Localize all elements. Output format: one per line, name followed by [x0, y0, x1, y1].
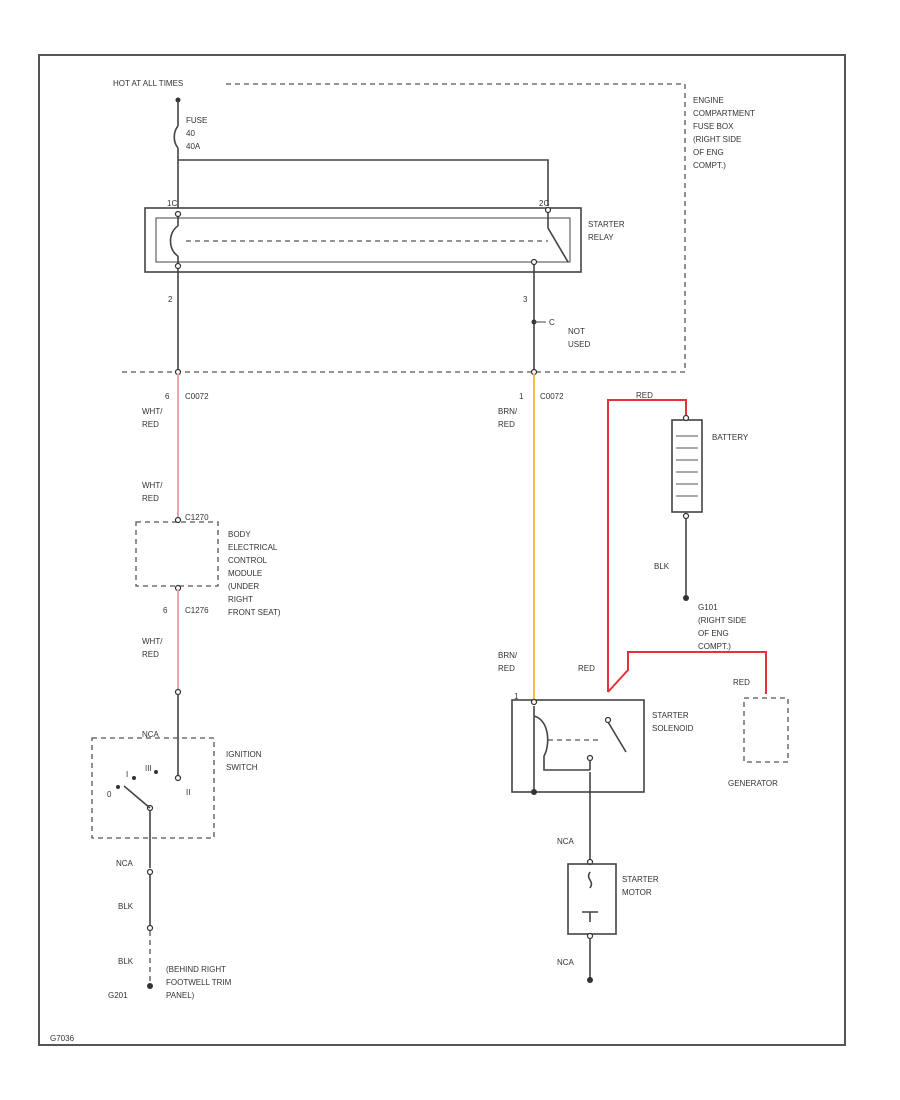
body-electrical-control-module: C1270 BODY ELECTRICAL CONTROL MODULE (UN… — [135, 513, 281, 617]
svg-text:SOLENOID: SOLENOID — [652, 724, 694, 733]
svg-text:1: 1 — [519, 392, 524, 401]
ground-path-g201: NCA BLK BLK G201 (BEHIND RIGHT FOOTWELL … — [108, 859, 232, 1000]
svg-text:RED: RED — [142, 420, 159, 429]
svg-text:NCA: NCA — [557, 958, 575, 967]
svg-text:1C: 1C — [167, 199, 177, 208]
svg-text:G101: G101 — [698, 603, 718, 612]
svg-text:BATTERY: BATTERY — [712, 433, 749, 442]
svg-text:RED: RED — [578, 664, 595, 673]
svg-text:RED: RED — [498, 420, 515, 429]
svg-text:GENERATOR: GENERATOR — [728, 779, 778, 788]
fuse-box-enclosure — [118, 83, 686, 373]
svg-text:6: 6 — [163, 606, 168, 615]
svg-text:ELECTRICAL: ELECTRICAL — [228, 543, 278, 552]
svg-text:(RIGHT SIDE: (RIGHT SIDE — [698, 616, 746, 625]
svg-text:BRN/: BRN/ — [498, 407, 518, 416]
svg-text:BRN/: BRN/ — [498, 651, 518, 660]
starter-solenoid: 1 STARTER SOLENOID — [511, 692, 694, 795]
wht-red-wire-lower: 6 C1276 WHT/ RED — [142, 590, 209, 778]
svg-text:2C: 2C — [539, 199, 549, 208]
svg-text:FUSE BOX: FUSE BOX — [693, 122, 734, 131]
svg-text:RIGHT: RIGHT — [228, 595, 253, 604]
svg-text:BLK: BLK — [118, 902, 134, 911]
fuse-box-label: ENGINE COMPARTMENT FUSE BOX (RIGHT SIDE … — [693, 96, 755, 170]
svg-text:BLK: BLK — [118, 957, 134, 966]
svg-text:STARTER: STARTER — [622, 875, 659, 884]
svg-text:III: III — [145, 764, 152, 773]
svg-text:40: 40 — [186, 129, 195, 138]
generator: GENERATOR — [728, 697, 789, 788]
svg-text:COMPT.): COMPT.) — [698, 642, 731, 651]
svg-text:COMPT.): COMPT.) — [693, 161, 726, 170]
battery-red-cable: RED — [607, 391, 687, 692]
wht-red-wire-upper: 6 C0072 WHT/ RED WHT/ RED — [142, 368, 209, 520]
svg-text:1: 1 — [514, 692, 519, 701]
svg-text:RED: RED — [142, 494, 159, 503]
svg-text:0: 0 — [107, 790, 112, 799]
svg-text:FUSE: FUSE — [186, 116, 207, 125]
svg-text:(BEHIND RIGHT: (BEHIND RIGHT — [166, 965, 226, 974]
svg-text:NOT: NOT — [568, 327, 585, 336]
relay-pin-2: 2 — [168, 295, 173, 304]
svg-text:NCA: NCA — [142, 730, 160, 739]
svg-text:WHT/: WHT/ — [142, 407, 163, 416]
fuse-40a: FUSE 40 40A — [173, 97, 207, 208]
relay-pin-3: 3 — [523, 295, 528, 304]
svg-text:SWITCH: SWITCH — [226, 763, 258, 772]
svg-text:ENGINE: ENGINE — [693, 96, 724, 105]
svg-text:COMPARTMENT: COMPARTMENT — [693, 109, 755, 118]
svg-text:RED: RED — [733, 678, 750, 687]
svg-text:II: II — [186, 788, 190, 797]
svg-text:C1276: C1276 — [185, 606, 209, 615]
svg-text:USED: USED — [568, 340, 590, 349]
svg-text:C0072: C0072 — [540, 392, 564, 401]
svg-text:C: C — [549, 318, 555, 327]
battery: BATTERY BLK G101 (RIGHT SIDE OF ENG COMP… — [654, 414, 749, 651]
svg-text:RELAY: RELAY — [588, 233, 614, 242]
svg-text:WHT/: WHT/ — [142, 637, 163, 646]
svg-text:RED: RED — [142, 650, 159, 659]
svg-text:RED: RED — [636, 391, 653, 400]
ignition-switch: NCA 0 I III II IGNITION SWITCH — [91, 730, 262, 868]
generator-red-cable: RED RED — [578, 651, 767, 694]
svg-text:WHT/: WHT/ — [142, 481, 163, 490]
svg-text:(RIGHT SIDE: (RIGHT SIDE — [693, 135, 741, 144]
svg-text:BLK: BLK — [654, 562, 670, 571]
svg-text:MOTOR: MOTOR — [622, 888, 652, 897]
svg-text:C0072: C0072 — [185, 392, 209, 401]
svg-text:OF ENG: OF ENG — [698, 629, 729, 638]
svg-text:IGNITION: IGNITION — [226, 750, 262, 759]
svg-text:PANEL): PANEL) — [166, 991, 195, 1000]
svg-text:6: 6 — [165, 392, 170, 401]
svg-text:CONTROL: CONTROL — [228, 556, 268, 565]
svg-text:RED: RED — [498, 664, 515, 673]
svg-text:BODY: BODY — [228, 530, 251, 539]
not-used-branch: C NOT USED — [531, 318, 590, 349]
svg-text:FRONT SEAT): FRONT SEAT) — [228, 608, 281, 617]
relay-contact-feed — [178, 159, 549, 206]
hot-at-all-times-label: HOT AT ALL TIMES — [113, 79, 183, 88]
diagram-code: G7036 — [50, 1034, 75, 1043]
svg-text:NCA: NCA — [557, 837, 575, 846]
starter-relay: 1C 2C STARTER RELAY — [144, 199, 625, 273]
svg-text:NCA: NCA — [116, 859, 134, 868]
svg-text:STARTER: STARTER — [588, 220, 625, 229]
starter-motor-circuit: NCA NCA STARTER MOTOR — [557, 772, 659, 983]
diagram-frame — [38, 54, 846, 1046]
svg-text:(UNDER: (UNDER — [228, 582, 259, 591]
svg-text:MODULE: MODULE — [228, 569, 262, 578]
brn-red-wire: 1 C0072 BRN/ RED BRN/ RED — [498, 368, 564, 702]
svg-text:G201: G201 — [108, 991, 128, 1000]
svg-text:OF ENG: OF ENG — [693, 148, 724, 157]
svg-text:40A: 40A — [186, 142, 201, 151]
svg-text:C1270: C1270 — [185, 513, 209, 522]
svg-text:STARTER: STARTER — [652, 711, 689, 720]
svg-text:FOOTWELL TRIM: FOOTWELL TRIM — [166, 978, 232, 987]
svg-text:I: I — [126, 770, 128, 779]
